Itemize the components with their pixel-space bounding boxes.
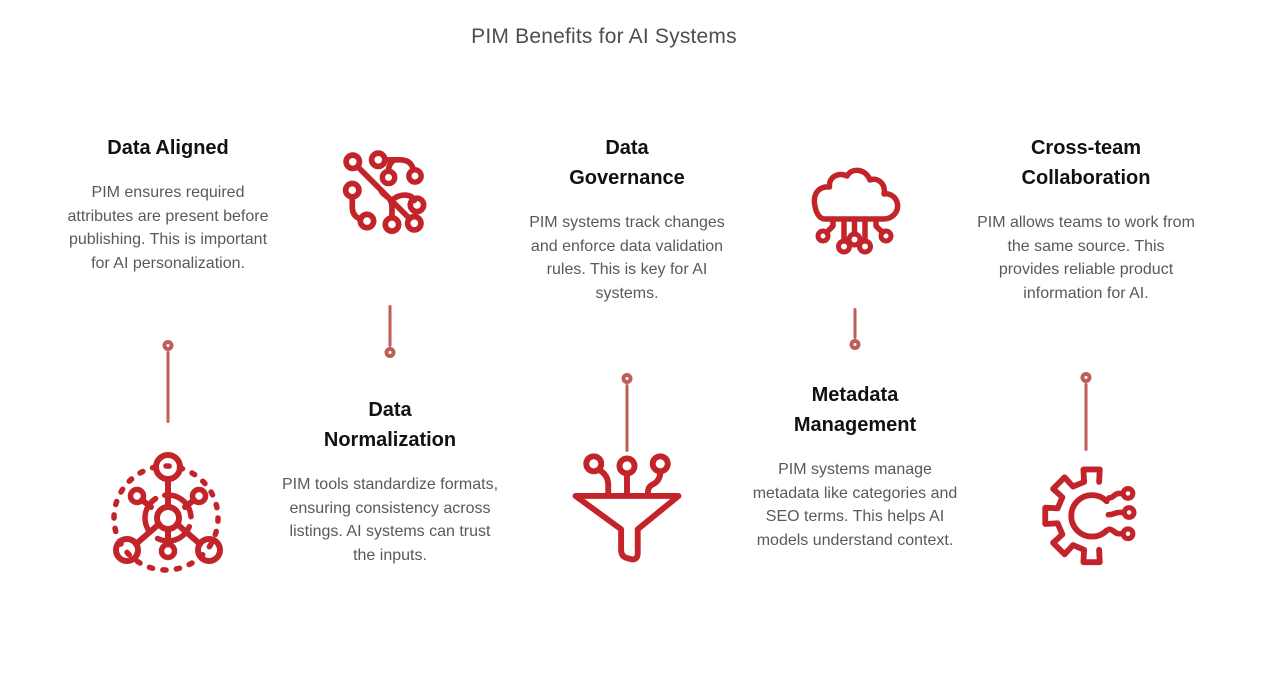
benefit-title: Data Governance bbox=[569, 137, 685, 189]
benefit-description: PIM allows teams to work from the same s… bbox=[977, 214, 1195, 302]
connector-line bbox=[849, 308, 861, 350]
connector-stem bbox=[166, 351, 170, 423]
cloud-circuit-icon bbox=[800, 158, 910, 270]
benefit-text-block: Metadata Management PIM systems manage m… bbox=[746, 380, 964, 552]
funnel-circuit-icon bbox=[568, 452, 686, 574]
benefit-description: PIM tools standardize formats, ensuring … bbox=[281, 476, 499, 564]
benefit-column-data-normalization: Data Normalization PIM tools standardize… bbox=[274, 100, 506, 645]
gear-circuit-icon bbox=[1030, 452, 1142, 575]
hub-network-icon bbox=[108, 450, 228, 576]
connector-dot bbox=[384, 347, 396, 358]
benefit-column-data-governance: Data Governance PIM systems track change… bbox=[511, 100, 743, 645]
connector-dot bbox=[1080, 372, 1092, 383]
benefit-text-block: Data Governance PIM systems track change… bbox=[518, 133, 736, 305]
benefit-title: Metadata Management bbox=[793, 384, 917, 436]
benefit-column-cross-team-collaboration: Cross-team Collaboration PIM allows team… bbox=[970, 100, 1202, 645]
connector-stem bbox=[388, 305, 392, 347]
benefit-text-block: Data Normalization PIM tools standardize… bbox=[281, 395, 499, 567]
benefit-description: PIM systems track changes and enforce da… bbox=[529, 214, 725, 302]
connector-stem bbox=[1084, 383, 1088, 451]
connector-dot bbox=[849, 339, 861, 350]
benefit-description: PIM systems manage metadata like categor… bbox=[752, 461, 958, 549]
benefit-text-block: Data Aligned PIM ensures required attrib… bbox=[59, 133, 277, 275]
circuit-branches-icon bbox=[341, 150, 439, 248]
connector-stem bbox=[625, 384, 629, 452]
connector-dot bbox=[621, 373, 633, 384]
connector-line bbox=[384, 305, 396, 358]
benefit-column-metadata-management: Metadata Management PIM systems manage m… bbox=[739, 100, 971, 645]
benefit-title: Data Aligned bbox=[107, 137, 229, 159]
page-title: PIM Benefits for AI Systems bbox=[471, 25, 737, 48]
connector-stem bbox=[853, 308, 857, 339]
connector-line bbox=[1080, 372, 1092, 451]
benefit-column-data-aligned: Data Aligned PIM ensures required attrib… bbox=[52, 100, 284, 645]
connector-dot bbox=[162, 340, 174, 351]
benefit-title: Cross-team Collaboration bbox=[1021, 137, 1151, 189]
benefit-text-block: Cross-team Collaboration PIM allows team… bbox=[977, 133, 1195, 305]
connector-line bbox=[162, 340, 174, 423]
connector-line bbox=[621, 373, 633, 452]
benefit-title: Data Normalization bbox=[323, 399, 457, 451]
benefit-description: PIM ensures required attributes are pres… bbox=[67, 184, 269, 272]
